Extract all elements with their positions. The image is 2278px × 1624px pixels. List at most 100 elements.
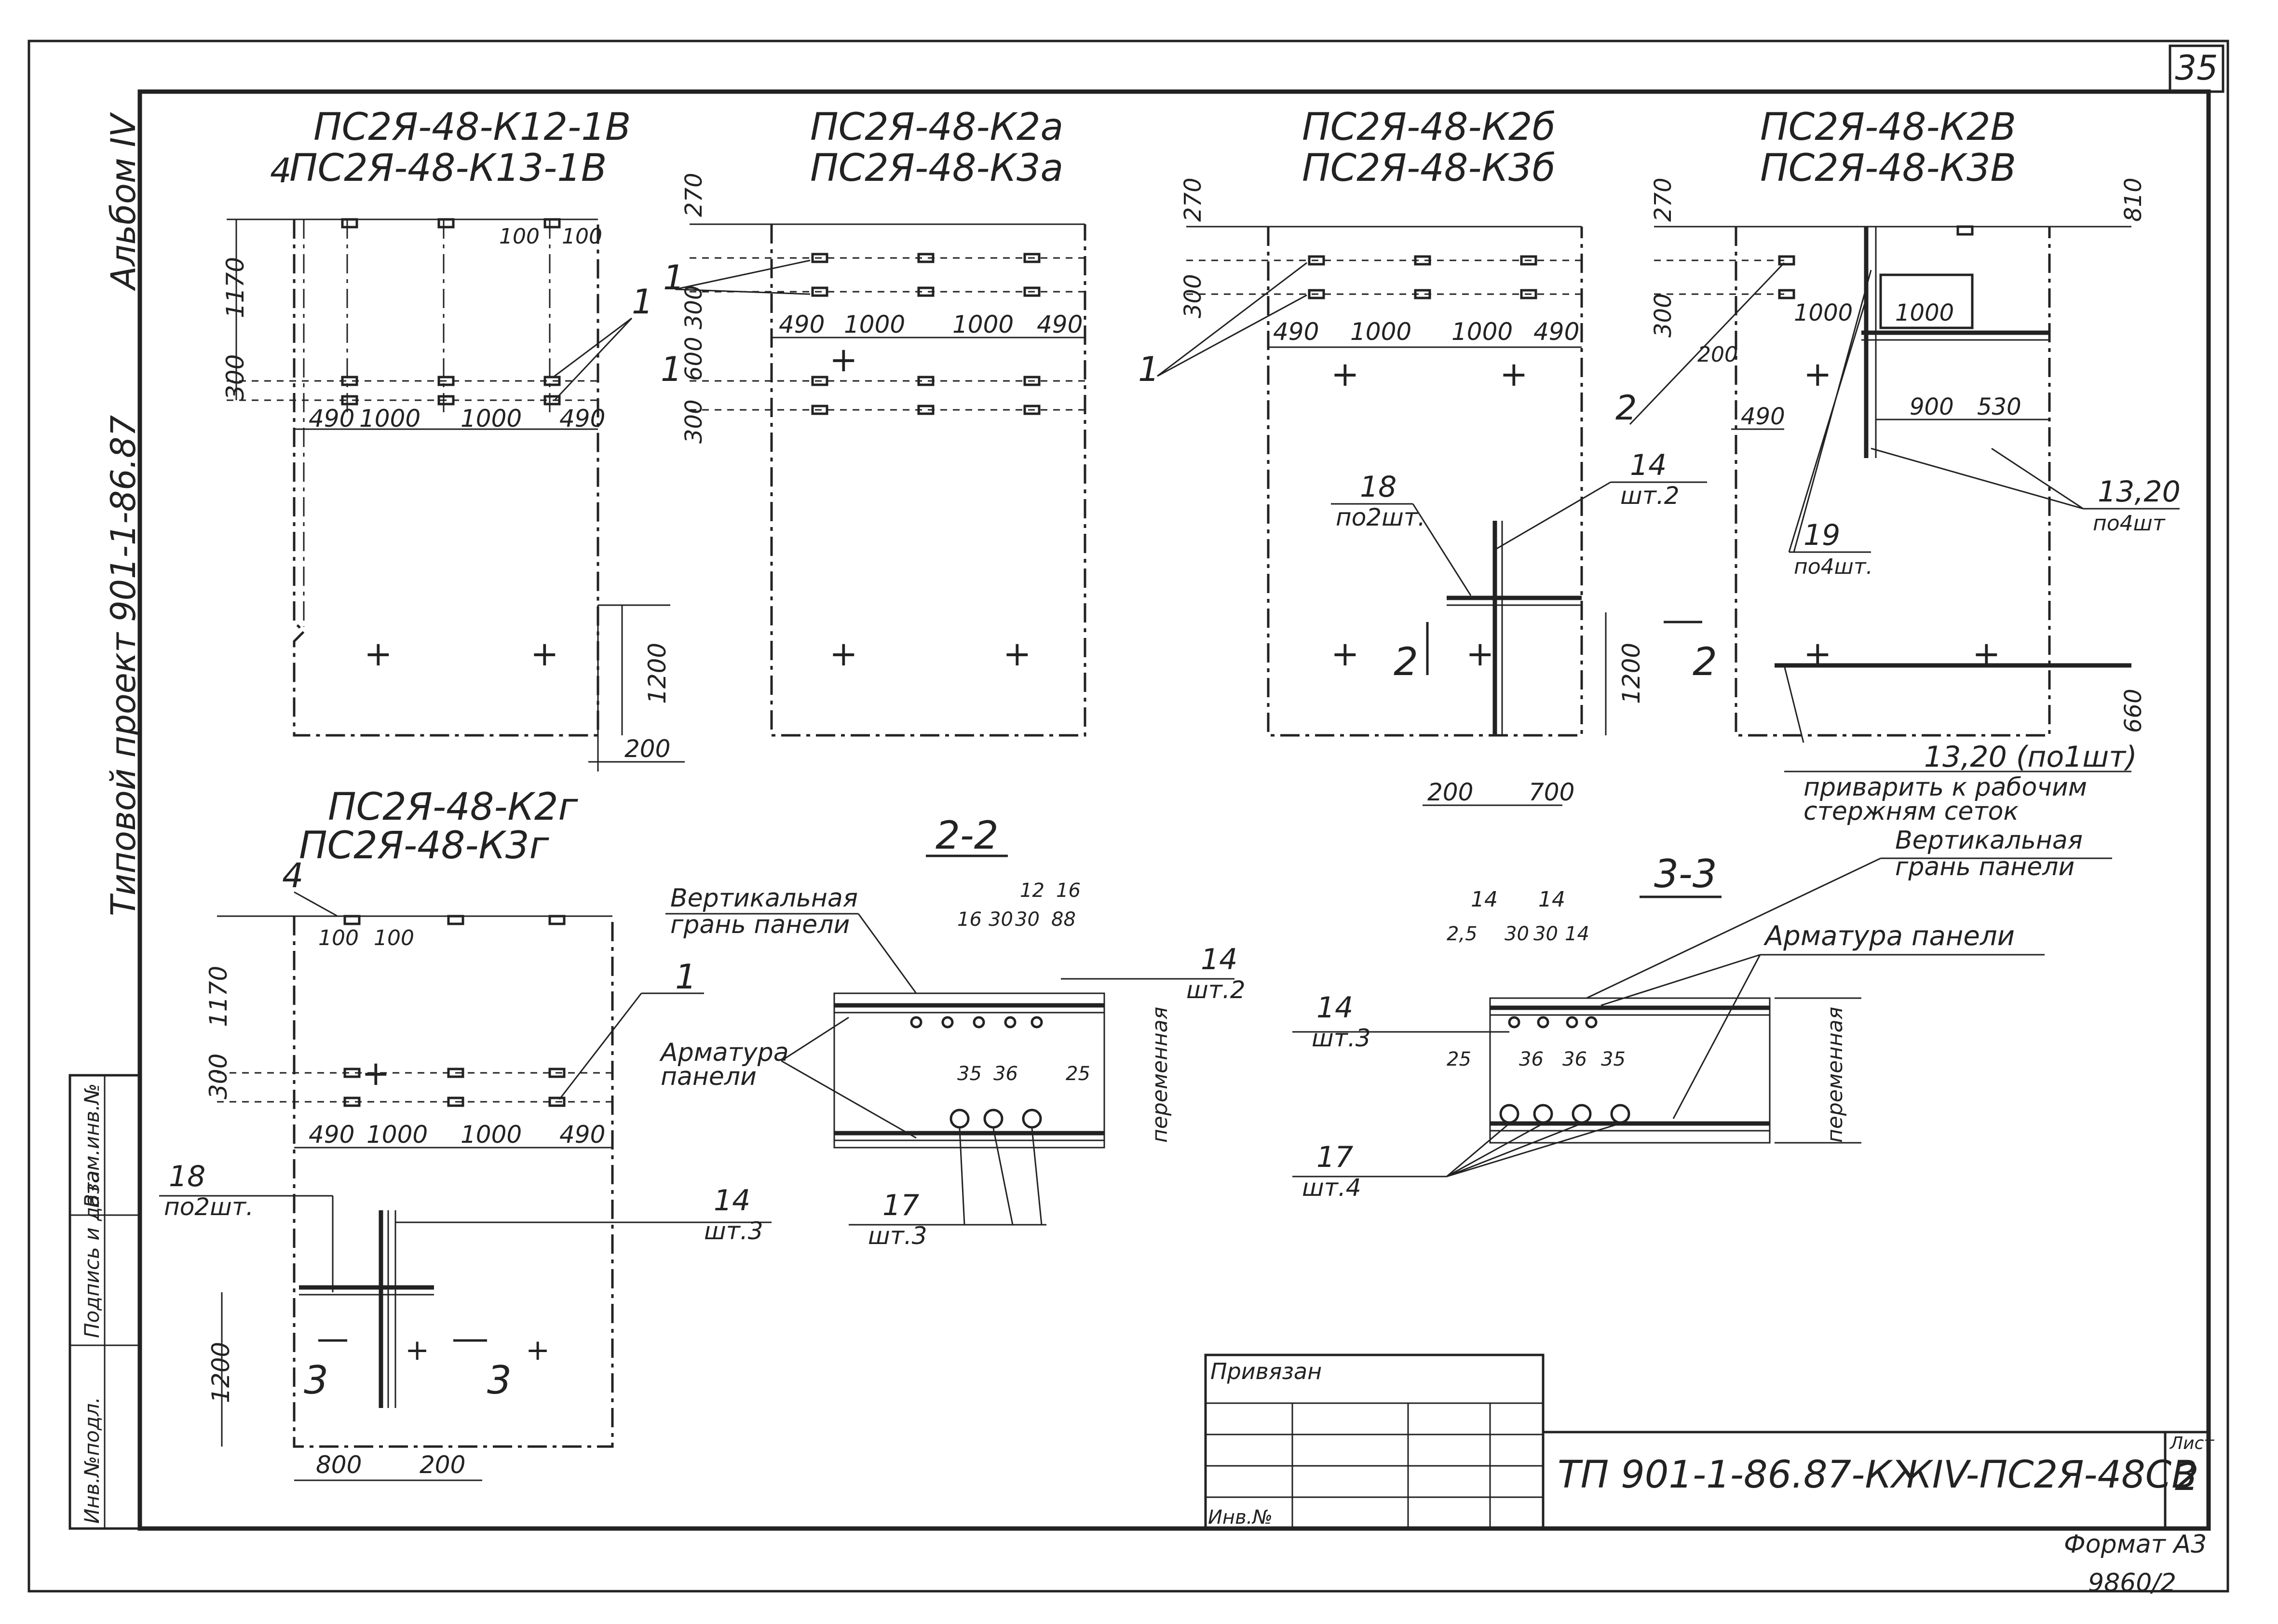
svg-text:1000: 1000 xyxy=(359,405,420,433)
svg-text:36: 36 xyxy=(993,1063,1018,1085)
svg-text:17: 17 xyxy=(1316,1140,1353,1174)
svg-text:800: 800 xyxy=(316,1451,362,1479)
view-k2g-title-1: ПС2Я-48-К2г xyxy=(328,785,578,829)
svg-text:200: 200 xyxy=(624,735,670,763)
svg-text:16: 16 xyxy=(957,908,982,931)
stamp-podpis: Подпись и дата xyxy=(80,1170,104,1338)
svg-text:14: 14 xyxy=(1630,448,1667,482)
svg-text:1000: 1000 xyxy=(1794,299,1853,326)
svg-text:шт.3: шт.3 xyxy=(704,1217,763,1245)
svg-text:100: 100 xyxy=(562,224,602,249)
svg-text:+: + xyxy=(1500,354,1528,394)
svg-text:35: 35 xyxy=(957,1063,982,1085)
sheet-number-box xyxy=(2169,44,2224,93)
svg-text:2,5: 2,5 xyxy=(1447,923,1478,945)
svg-text:14: 14 xyxy=(1316,991,1353,1025)
svg-text:+: + xyxy=(1003,634,1031,674)
svg-text:30: 30 xyxy=(1533,923,1558,945)
svg-text:490: 490 xyxy=(559,405,605,433)
svg-text:30: 30 xyxy=(1505,923,1529,945)
svg-text:+: + xyxy=(829,634,858,674)
svg-text:1000: 1000 xyxy=(461,1121,522,1149)
svg-text:шт.3: шт.3 xyxy=(868,1222,927,1250)
view-k2b: ПС2Я-48-К2б ПС2Я-48-К3б 270 300 490 1000… xyxy=(1138,106,1717,806)
svg-text:переменная: переменная xyxy=(1148,1007,1172,1143)
view-k2a-title-1: ПС2Я-48-К2а xyxy=(810,106,1063,149)
svg-text:панели: панели xyxy=(661,1062,757,1091)
svg-text:шт.2: шт.2 xyxy=(1620,482,1680,510)
privyazan-label: Привязан xyxy=(1210,1358,1322,1384)
svg-text:2: 2 xyxy=(1615,388,1637,428)
svg-text:36: 36 xyxy=(1519,1048,1544,1070)
section-3-3-title: 3-3 xyxy=(1654,852,1717,896)
svg-text:25: 25 xyxy=(1066,1063,1090,1085)
svg-text:по4шт: по4шт xyxy=(2093,511,2166,536)
svg-text:12: 12 xyxy=(1020,880,1044,902)
svg-text:14: 14 xyxy=(1565,923,1589,945)
svg-text:+: + xyxy=(405,1333,429,1367)
svg-text:490: 490 xyxy=(1273,318,1319,346)
svg-text:по4шт.: по4шт. xyxy=(1794,555,1873,579)
svg-text:+: + xyxy=(362,1054,390,1093)
svg-text:+: + xyxy=(1972,634,2001,674)
stamp-inv-podl: Инв.№подл. xyxy=(80,1397,104,1524)
view-k2b-title-1: ПС2Я-48-К2б xyxy=(1302,106,1556,149)
svg-text:+: + xyxy=(1331,354,1359,394)
svg-text:1000: 1000 xyxy=(461,405,522,433)
svg-text:490: 490 xyxy=(309,1121,354,1149)
svg-text:1: 1 xyxy=(1138,350,1160,389)
svg-text:1200: 1200 xyxy=(643,643,671,704)
svg-text:4: 4 xyxy=(282,856,304,895)
stamp-vzam: Взам.инв.№ xyxy=(80,1083,104,1208)
svg-text:1: 1 xyxy=(632,282,653,322)
svg-text:200: 200 xyxy=(1427,778,1473,806)
svg-text:17: 17 xyxy=(882,1189,919,1222)
view-k2v-title-2: ПС2Я-48-К3В xyxy=(1760,147,2016,190)
svg-text:36: 36 xyxy=(1562,1048,1587,1070)
svg-text:14: 14 xyxy=(1201,943,1237,976)
view-k2v-title-1: ПС2Я-48-К2В xyxy=(1760,106,2016,149)
svg-text:1000: 1000 xyxy=(952,311,1014,338)
svg-text:+: + xyxy=(829,340,858,379)
svg-text:270: 270 xyxy=(680,173,707,217)
svg-text:1000: 1000 xyxy=(1350,318,1411,346)
section-2-2: 2-2 Вертикальная грань панели 16 30 12 3… xyxy=(659,813,1246,1250)
svg-text:14: 14 xyxy=(714,1184,750,1218)
svg-text:+: + xyxy=(1803,634,1832,674)
binding-stamp: Инв.№подл. Подпись и дата Взам.инв.№ xyxy=(68,1074,141,1530)
svg-text:1: 1 xyxy=(675,957,697,997)
svg-text:Вертикальная: Вертикальная xyxy=(1895,826,2083,855)
view-k2v: ПС2Я-48-К2В ПС2Я-48-К3В 270 300 200 1000… xyxy=(1615,106,2181,826)
svg-text:шт.4: шт.4 xyxy=(1302,1174,1361,1202)
svg-text:2: 2 xyxy=(1693,639,1717,684)
svg-text:600 300: 600 300 xyxy=(680,285,707,381)
svg-text:700: 700 xyxy=(1529,778,1574,806)
svg-text:490: 490 xyxy=(779,311,825,338)
panel-k12-outline xyxy=(293,219,599,737)
svg-text:200: 200 xyxy=(1697,342,1738,367)
svg-text:30: 30 xyxy=(1015,908,1040,931)
svg-text:грань панели: грань панели xyxy=(670,910,850,939)
view-k2g: ПС2Я-48-К2г ПС2Я-48-К3г 4 100 100 1170 3… xyxy=(159,785,772,1481)
svg-text:Арматура панели: Арматура панели xyxy=(1763,920,2015,952)
archive-no: 9860/2 xyxy=(2088,1569,2176,1597)
svg-text:по2шт.: по2шт. xyxy=(1336,503,1425,531)
svg-text:13,20: 13,20 xyxy=(2098,475,2181,509)
mark-4: 4 xyxy=(270,151,292,190)
svg-text:490: 490 xyxy=(1741,403,1785,430)
svg-text:18: 18 xyxy=(169,1160,205,1193)
svg-text:3: 3 xyxy=(304,1358,328,1403)
svg-text:по2шт.: по2шт. xyxy=(164,1193,254,1221)
svg-text:660: 660 xyxy=(2120,689,2147,733)
svg-text:490: 490 xyxy=(559,1121,605,1149)
svg-text:88: 88 xyxy=(1051,908,1076,931)
view-k2g-title-2: ПС2Я-48-К3г xyxy=(299,824,549,867)
svg-text:шт.3: шт.3 xyxy=(1312,1024,1371,1052)
svg-text:300: 300 xyxy=(204,1054,232,1099)
svg-text:100: 100 xyxy=(374,926,414,950)
svg-text:100: 100 xyxy=(318,926,359,950)
svg-text:300: 300 xyxy=(1650,293,1677,338)
view-k12-title-1: ПС2Я-48-К12-1В xyxy=(313,106,631,149)
